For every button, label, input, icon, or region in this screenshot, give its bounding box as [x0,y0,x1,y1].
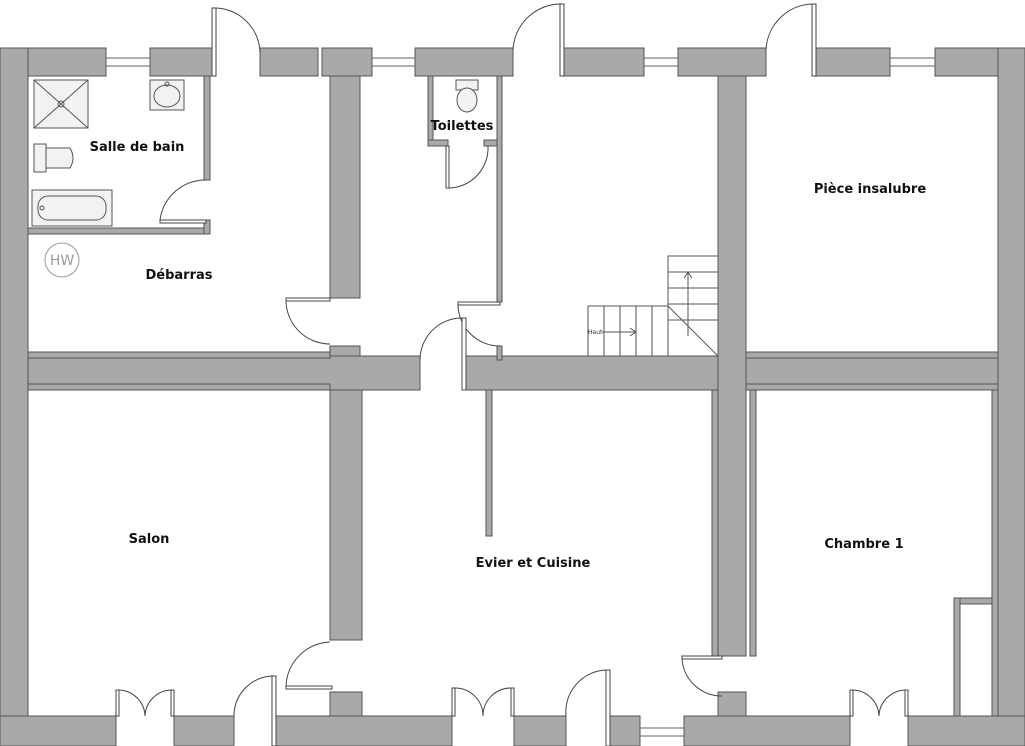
shower-icon [33,79,89,129]
label-chambre-1: Chambre 1 [824,537,903,552]
door-top-2 [512,3,565,77]
label-piece-insalubre: Pièce insalubre [814,182,926,197]
label-debarras: Débarras [145,268,212,283]
staircase: Haut [587,255,719,357]
fixtures [31,79,479,227]
door-debarras [285,297,331,345]
door-top-1 [211,7,261,77]
sink-icon [149,79,185,111]
door-corridor-right [457,301,501,347]
label-toilettes: Toilettes [431,119,494,134]
label-salle-de-bain: Salle de bain [90,140,185,155]
door-cuisine-chambre [681,655,723,697]
hw-logo: HW [44,242,80,278]
door-salon-cuisine [285,641,333,690]
door-kitchen-single [565,669,611,746]
door-salon-single [233,675,277,746]
doors [115,3,909,746]
door-chambre-double [849,689,909,717]
interior-walls [27,75,999,717]
label-cuisine: Evier et Cuisine [476,556,591,571]
door-kitchen-double [451,687,515,717]
door-kitchen-top [419,317,467,391]
windows [106,57,935,737]
door-salon-double [115,689,175,717]
stair-label: Haut [588,329,603,336]
bidet-icon [33,143,74,173]
door-top-3 [765,3,817,77]
door-salle-de-bain [159,179,207,224]
logo-text: HW [50,253,75,269]
toilet-icon [455,79,479,113]
door-toilettes [445,145,489,189]
room-labels: Salle de bain Toilettes Pièce insalubre … [90,119,927,571]
bathtub-icon [31,189,113,227]
outer-walls [0,47,1025,746]
label-salon: Salon [129,532,170,547]
